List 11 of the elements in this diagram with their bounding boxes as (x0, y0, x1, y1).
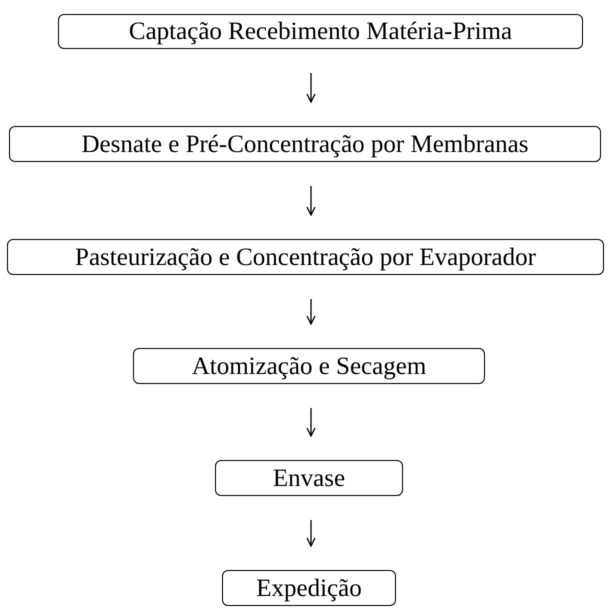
process-box: Pasteurização e Concentração por Evaporador (7, 239, 604, 275)
arrow (306, 73, 316, 103)
process-box: Atomização e Secagem (133, 348, 485, 384)
process-box: Captação Recebimento Matéria-Prima (58, 14, 583, 49)
process-box: Desnate e Pré-Concentração por Membranas (9, 126, 601, 162)
process-box: Expedição (222, 570, 396, 606)
arrow (306, 408, 316, 437)
arrow (306, 186, 316, 216)
arrow (306, 520, 316, 547)
arrow (306, 299, 316, 325)
process-box: Envase (215, 460, 403, 496)
